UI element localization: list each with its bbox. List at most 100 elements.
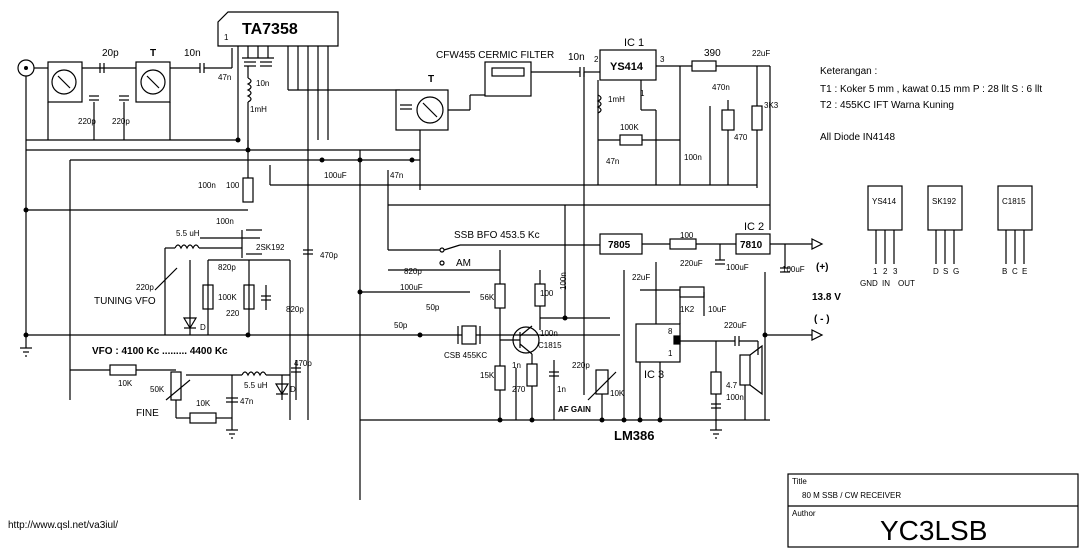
minus-label: ( - ) bbox=[814, 314, 830, 325]
label-c1n-a: 1n bbox=[512, 361, 521, 370]
label-r220: 220 bbox=[226, 309, 240, 318]
label-c47n-b: 47n bbox=[606, 157, 619, 166]
lm386-label: LM386 bbox=[614, 428, 654, 443]
label-c470p-a: 470p bbox=[320, 251, 338, 260]
r10k-a bbox=[109, 364, 137, 376]
label-c100n-f: 100n bbox=[726, 393, 744, 402]
component-labels: 20p T 10n 47n 10n 1mH 220p 220p T 10n 39… bbox=[78, 48, 805, 408]
label-r100-b: 100 bbox=[540, 289, 554, 298]
r15k bbox=[494, 365, 506, 391]
label-c10u: 10uF bbox=[708, 305, 726, 314]
label-c470p-b: 470p bbox=[294, 359, 312, 368]
label-c820p-b: 820p bbox=[286, 305, 304, 314]
label-c47n-c: 47n bbox=[390, 171, 403, 180]
r100-a bbox=[242, 177, 254, 203]
label-c47n-a: 47n bbox=[218, 73, 231, 82]
pinout-ys414-pin3: 3 bbox=[893, 267, 898, 276]
label-c100n-c: 100n bbox=[216, 217, 234, 226]
label-c820p-c: 820p bbox=[404, 267, 422, 276]
ssb-bfo-label: SSB BFO 453.5 Kc bbox=[454, 230, 540, 241]
ic1-pin1: 1 bbox=[640, 89, 645, 98]
c470n-cap bbox=[721, 109, 735, 131]
r3k3 bbox=[751, 105, 763, 131]
label-r100-a: 100 bbox=[226, 181, 240, 190]
label-c220p-b: 220p bbox=[112, 117, 130, 126]
pinout-c1815-name: C1815 bbox=[1002, 197, 1026, 206]
fine-label: FINE bbox=[136, 408, 159, 419]
notes-t2: T2 : 455KC IFT Warna Kuning bbox=[820, 100, 954, 111]
author-value: YC3LSB bbox=[880, 515, 987, 546]
label-r270: 270 bbox=[512, 385, 526, 394]
positive-terminal bbox=[811, 238, 824, 250]
ic3-pin8: 8 bbox=[668, 327, 673, 336]
ic1-part: YS414 bbox=[610, 61, 644, 73]
pinout-c1815-e: E bbox=[1022, 267, 1027, 276]
ic1-pin3: 3 bbox=[660, 55, 665, 64]
ic3-pin1: 1 bbox=[668, 349, 673, 358]
label-c50p-a: 50p bbox=[426, 303, 440, 312]
label-c100n-b: 100n bbox=[198, 181, 216, 190]
label-c10n-c: 10n bbox=[568, 52, 585, 63]
pinout-sk192-g: G bbox=[953, 267, 959, 276]
label-r15k: 15K bbox=[480, 371, 495, 380]
pinout-ys414: YS414 1 2 3 GND IN OUT bbox=[860, 185, 915, 288]
pinout-ys414-in: IN bbox=[882, 279, 890, 288]
notes-heading: Keterangan : bbox=[820, 66, 877, 77]
cfw-label: CFW455 CERMIC FILTER bbox=[436, 50, 554, 61]
pinout-sk192-d: D bbox=[933, 267, 939, 276]
sk192-label: 2SK192 bbox=[256, 243, 285, 252]
label-c100u-a: 100uF bbox=[324, 171, 347, 180]
r270 bbox=[526, 363, 538, 387]
negative-terminal bbox=[811, 329, 824, 341]
ic-labels: TA7358 1 IC 1 YS414 1 2 3 IC 2 7810 7805… bbox=[224, 21, 764, 443]
label-l5-5uh-b: 5.5 uH bbox=[244, 381, 268, 390]
r1k2 bbox=[679, 286, 705, 298]
author-label: Author bbox=[792, 509, 816, 518]
pinout-sk192-s: S bbox=[943, 267, 948, 276]
ic1-label: IC 1 bbox=[624, 37, 644, 49]
label-r10k-a: 10K bbox=[118, 379, 133, 388]
label-c100n-a: 100n bbox=[684, 153, 702, 162]
r390 bbox=[691, 60, 717, 72]
label-c20p: 20p bbox=[102, 48, 119, 59]
csb455-crystal bbox=[461, 325, 477, 345]
r10k-b bbox=[189, 412, 217, 424]
c1815-label: C1815 bbox=[538, 341, 562, 350]
pinout-c1815: C1815 B C E bbox=[997, 185, 1033, 276]
title-value: 80 M SSB / CW RECEIVER bbox=[802, 491, 901, 500]
pinout-sk192: SK192 D S G bbox=[927, 185, 963, 276]
ic3-lm386 bbox=[635, 323, 681, 363]
label-d-b: D bbox=[290, 385, 296, 394]
section-labels: CFW455 CERMIC FILTER SSB BFO 453.5 Kc AM… bbox=[92, 50, 841, 419]
label-c10n-b: 10n bbox=[256, 79, 269, 88]
label-c820p-a: 820p bbox=[218, 263, 236, 272]
am-label: AM bbox=[456, 258, 471, 269]
label-l5-5uh-a: 5.5 uH bbox=[176, 229, 200, 238]
pinout-sk192-name: SK192 bbox=[932, 197, 957, 206]
label-r56k: 56K bbox=[480, 293, 495, 302]
label-c220u-a: 220uF bbox=[680, 259, 703, 268]
pinout-c1815-c: C bbox=[1012, 267, 1018, 276]
label-l1mh-b: 1mH bbox=[608, 95, 625, 104]
pinout-ys414-pin1: 1 bbox=[873, 267, 878, 276]
label-c100u-b: 100uF bbox=[400, 283, 423, 292]
t1-coil-box-a bbox=[47, 61, 83, 103]
label-c100n-d: 100n bbox=[540, 329, 558, 338]
r56k bbox=[494, 283, 506, 309]
r100-b bbox=[534, 283, 546, 307]
label-c100n-e: 100n bbox=[559, 272, 568, 290]
label-t-upper: T bbox=[150, 48, 156, 59]
notes-block: Keterangan : T1 : Koker 5 mm , kawat 0.1… bbox=[820, 66, 1042, 143]
voltage-label: 13.8 V bbox=[812, 292, 841, 303]
plus-label: (+) bbox=[816, 262, 829, 273]
label-c220u-b: 220uF bbox=[724, 321, 747, 330]
r100-c bbox=[669, 238, 697, 250]
label-d-a: D bbox=[200, 323, 206, 332]
ic1-pin2: 2 bbox=[594, 55, 599, 64]
label-r10k-vol: 10K bbox=[610, 389, 625, 398]
label-c47n-d: 47n bbox=[240, 397, 253, 406]
label-c50p-b: 50p bbox=[394, 321, 408, 330]
notes-diodes: All Diode IN4148 bbox=[820, 132, 895, 143]
notes-t1: T1 : Koker 5 mm , kawat 0.15 mm P : 28 l… bbox=[820, 84, 1042, 95]
